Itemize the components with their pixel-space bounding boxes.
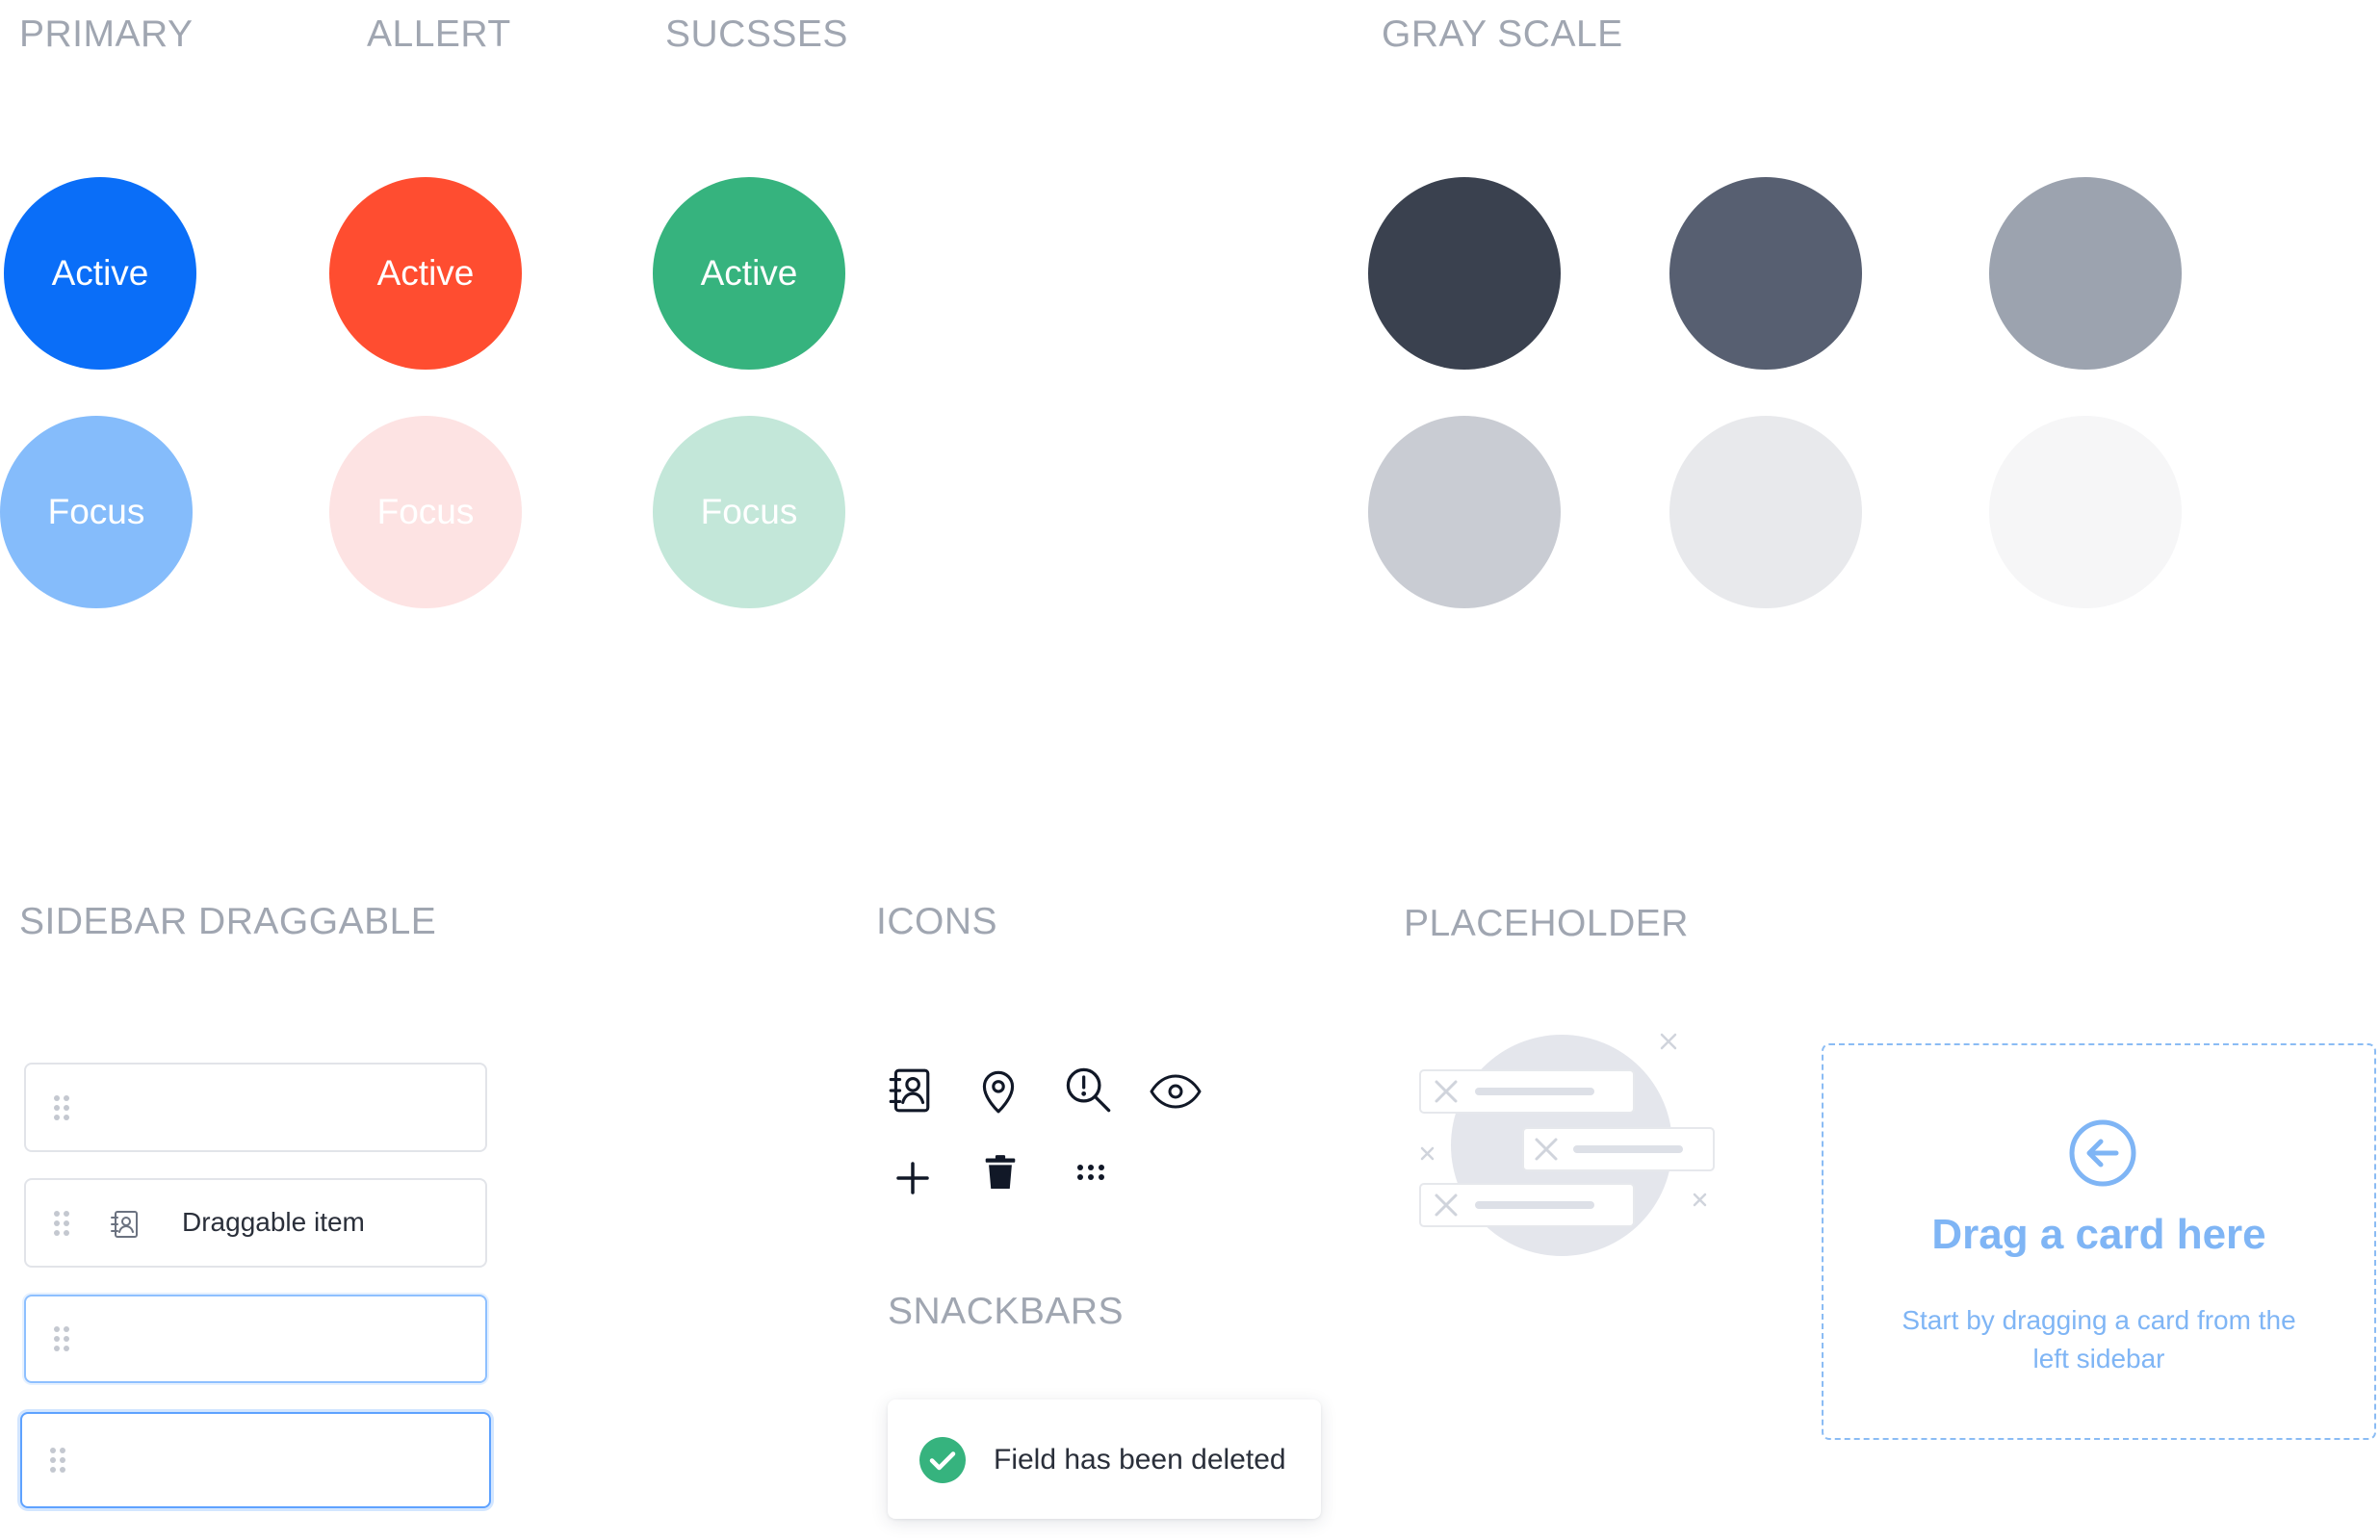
primary-active-swatch: Active <box>4 177 196 370</box>
check-circle-icon <box>919 1437 966 1483</box>
address-book-icon <box>111 1211 138 1238</box>
drop-zone-subtitle-line2: left sidebar <box>2032 1344 2165 1373</box>
card-drop-zone[interactable]: Drag a card here Start by dragging a car… <box>1822 1043 2376 1440</box>
alert-active-swatch: Active <box>329 177 522 370</box>
section-label-sidebar: SIDEBAR DRAGGABLE <box>19 901 437 942</box>
search-alert-icon[interactable] <box>1063 1065 1113 1115</box>
draggable-item-hover[interactable] <box>24 1295 487 1383</box>
gray-swatch-500 <box>1989 177 2182 370</box>
success-focus-swatch: Focus <box>653 416 845 608</box>
gray-swatch-900 <box>1368 177 1561 370</box>
section-label-primary: PRIMARY <box>19 13 194 55</box>
drag-handle-icon[interactable] <box>49 1447 66 1474</box>
primary-active-label: Active <box>51 253 149 293</box>
draggable-item-label: Draggable item <box>182 1207 365 1237</box>
trash-icon[interactable] <box>984 1153 1017 1192</box>
draggable-item-focus[interactable] <box>20 1412 491 1508</box>
drop-zone-title: Drag a card here <box>1931 1211 2266 1258</box>
location-pin-icon[interactable] <box>974 1066 1022 1115</box>
section-label-snackbars: SNACKBARS <box>888 1291 1125 1332</box>
section-label-alert: ALLERT <box>367 13 511 55</box>
eye-icon[interactable] <box>1148 1072 1203 1111</box>
primary-focus-label: Focus <box>47 492 145 531</box>
section-label-grayscale: GRAY SCALE <box>1382 13 1623 55</box>
alert-focus-swatch: Focus <box>329 416 522 608</box>
draggable-item-empty[interactable] <box>24 1063 487 1152</box>
drag-handle-icon[interactable] <box>53 1210 70 1237</box>
address-book-icon[interactable] <box>886 1066 934 1115</box>
section-label-placeholder: PLACEHOLDER <box>1404 903 1689 944</box>
success-focus-label: Focus <box>700 492 798 531</box>
plus-icon[interactable] <box>893 1159 932 1197</box>
gray-swatch-100 <box>1989 416 2182 608</box>
arrow-left-circle-icon <box>2069 1119 2136 1187</box>
primary-focus-swatch: Focus <box>0 416 193 608</box>
alert-active-label: Active <box>376 253 475 293</box>
gray-swatch-200 <box>1669 416 1862 608</box>
success-active-label: Active <box>700 253 798 293</box>
draggable-item[interactable]: Draggable item <box>24 1178 487 1268</box>
gray-swatch-700 <box>1669 177 1862 370</box>
snackbar: Field has been deleted <box>888 1399 1321 1519</box>
drag-handle-icon[interactable] <box>53 1325 70 1352</box>
section-label-icons: ICONS <box>876 901 998 942</box>
alert-focus-label: Focus <box>376 492 475 531</box>
snackbar-message: Field has been deleted <box>994 1444 1286 1476</box>
drag-handle-icon[interactable] <box>53 1094 70 1121</box>
gray-swatch-300 <box>1368 416 1561 608</box>
success-active-swatch: Active <box>653 177 845 370</box>
empty-state-illustration <box>1419 1033 1715 1256</box>
drop-zone-subtitle-line1: Start by dragging a card from the <box>1901 1305 2296 1335</box>
section-label-success: SUCSSES <box>665 13 848 55</box>
dots-grid-icon[interactable] <box>1076 1163 1105 1182</box>
